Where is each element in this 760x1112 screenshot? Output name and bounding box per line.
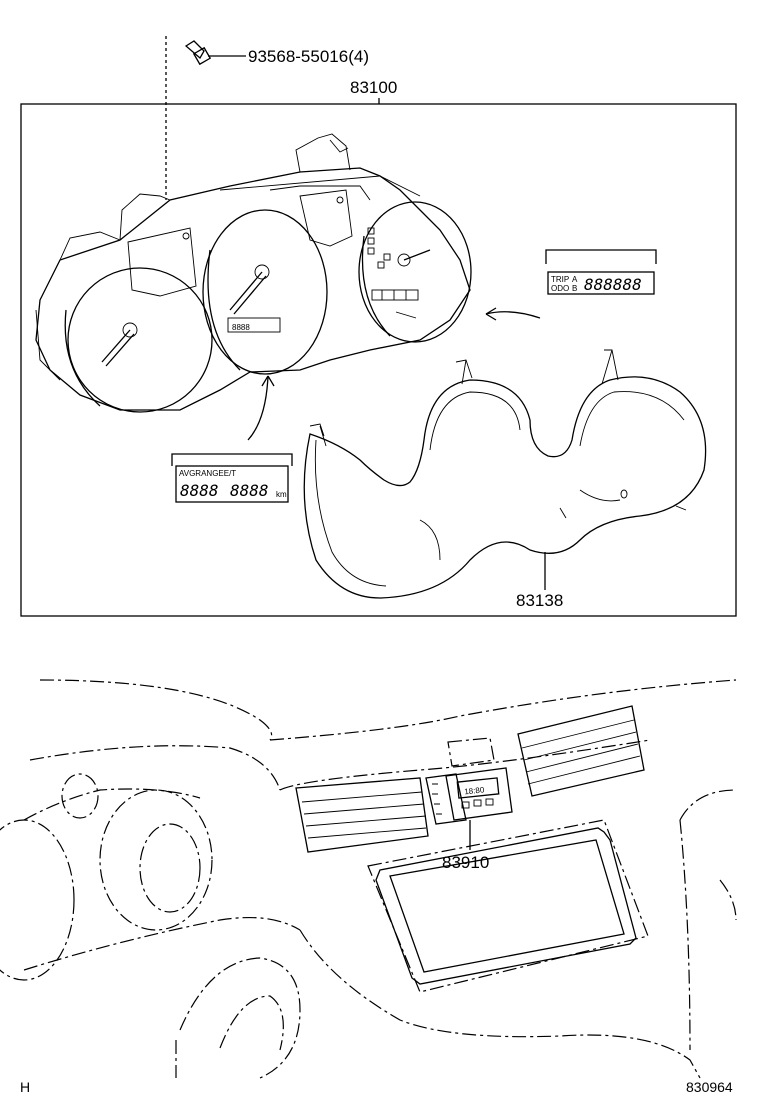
trip-label: TRIP [551, 275, 569, 284]
meter-assy-part-number: 83100 [350, 78, 397, 97]
dashboard [0, 679, 737, 1079]
trip-b-mark: B [572, 284, 577, 293]
avg-range-header: AVGRANGEE/T [179, 469, 236, 478]
combination-meter: 8888 [35, 133, 472, 413]
meter-assy-frame [20, 103, 737, 617]
screw-part [165, 36, 246, 200]
avg-digits-2: 8888 [230, 481, 269, 500]
avg-range-display-inset: AVGRANGEE/T 8888 8888 km [171, 453, 293, 503]
avg-digits-1: 8888 [180, 481, 219, 500]
screw-part-number: 93568-55016(4) [248, 47, 369, 66]
speedometer-lcd: 8888 [232, 323, 250, 332]
trip-odo-display-inset: TRIP ODO A B 888888 [545, 249, 657, 295]
glass-part-number: 83138 [516, 591, 563, 610]
clock-part-number: 83910 [442, 853, 489, 872]
clock-display: 18:80 [464, 785, 485, 796]
view-letter: H [20, 1079, 30, 1095]
distance-unit: km [276, 490, 287, 499]
figure-number: 830964 [686, 1079, 733, 1095]
meter-glass [303, 349, 707, 599]
odometer-digits: 888888 [584, 275, 642, 294]
clock-unit: 18:80 [425, 767, 513, 825]
odo-label: ODO [551, 284, 569, 293]
trip-a-mark: A [572, 275, 578, 284]
